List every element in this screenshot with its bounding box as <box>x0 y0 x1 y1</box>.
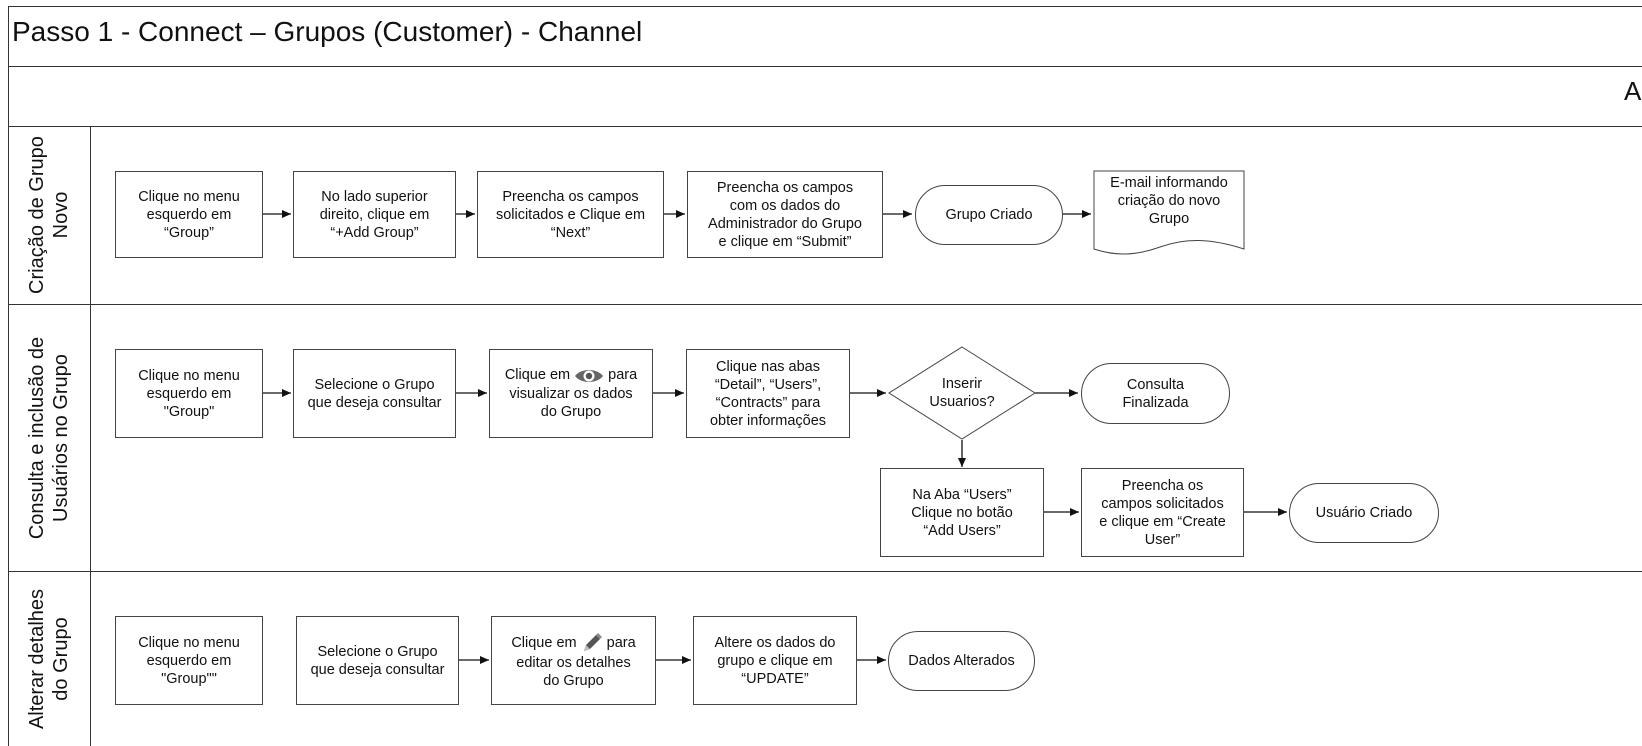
step-view-group: Clique em para visualizar os dados do Gr… <box>489 349 653 438</box>
view-group-para-label: para <box>608 367 638 384</box>
header-divider <box>8 126 1642 127</box>
step-alterar-click-group: Clique no menu esquerdo em "Group"" <box>115 616 263 705</box>
document-shape-email <box>1093 170 1245 255</box>
lane-label-divider <box>90 126 91 746</box>
lane-divider-2 <box>8 571 1642 572</box>
edit-group-para-label: para <box>606 634 636 651</box>
step-click-tabs: Clique nas abas “Detail”, “Users”, “Cont… <box>686 349 850 438</box>
step-fill-create-user: Preencha os campos solicitados e clique … <box>1081 468 1244 557</box>
diagram-title: Passo 1 - Connect – Grupos (Customer) - … <box>12 16 643 47</box>
decision-inserir-usuarios: Inserir Usuarios? <box>929 376 995 410</box>
terminal-usuario-criado: Usuário Criado <box>1289 483 1439 543</box>
step-fill-fields-next: Preencha os campos solicitados e Clique … <box>477 171 664 258</box>
diagram-frame <box>8 6 1642 746</box>
terminal-dados-alterados: Dados Alterados <box>888 631 1035 691</box>
pencil-icon <box>583 632 602 651</box>
step-select-group: Selecione o Grupo que deseja consultar <box>293 349 456 438</box>
terminal-grupo-criado: Grupo Criado <box>915 185 1063 245</box>
view-group-click-label: Clique em <box>504 367 571 384</box>
step-update-group: Altere os dados do grupo e clique em “UP… <box>693 616 857 705</box>
edit-group-click-label: Clique em <box>511 634 577 651</box>
decision-diamond <box>888 346 1036 440</box>
step-alterar-select-group: Selecione o Grupo que deseja consultar <box>296 616 459 705</box>
terminal-consulta-finalizada: Consulta Finalizada <box>1081 363 1230 424</box>
step-click-group-menu: Clique no menu esquerdo em “Group” <box>115 171 263 258</box>
edit-group-first-line: Clique em para <box>511 632 636 654</box>
header-letter: A <box>1624 76 1642 106</box>
step-edit-group: Clique em para editar os detalhes do Gru… <box>491 616 656 705</box>
lane-divider-1 <box>8 304 1642 305</box>
step-add-group: No lado superior direito, clique em “+Ad… <box>293 171 456 258</box>
step-consulta-click-group: Clique no menu esquerdo em "Group" <box>115 349 263 438</box>
step-add-users: Na Aba “Users” Clique no botão “Add User… <box>880 468 1044 557</box>
view-group-first-line: Clique em para <box>505 366 637 384</box>
title-divider <box>8 66 1642 67</box>
document-email-text: E-mail informando criação do novo Grupo <box>1110 175 1228 227</box>
edit-group-rest: editar os detalhes do Grupo <box>516 654 631 689</box>
eye-icon <box>575 369 604 382</box>
view-group-rest: visualizar os dados do Grupo <box>509 385 633 420</box>
step-fill-admin-submit: Preencha os campos com os dados do Admin… <box>687 171 883 258</box>
